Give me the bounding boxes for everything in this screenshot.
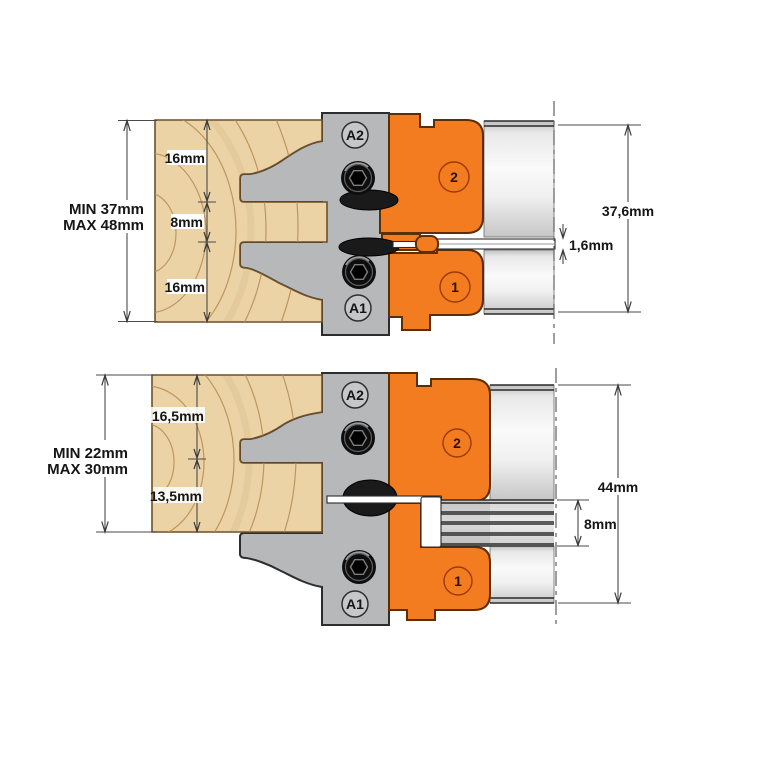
top-clamp-wedge-upper <box>339 189 399 211</box>
bottom-screw-upper <box>341 421 375 455</box>
bottom-seg-135-label: 13,5mm <box>150 488 202 504</box>
top-steel-section <box>483 120 555 315</box>
top-diameter-label: 37,6mm <box>602 203 654 219</box>
top-workpiece <box>154 119 328 323</box>
top-min-label: MIN 37mm <box>69 201 144 218</box>
top-clamp-wedge-lower <box>338 237 400 257</box>
top-position-a2-badge <box>341 121 369 149</box>
top-position-a2-label: A2 <box>346 127 364 143</box>
top-wood-grain <box>155 120 299 322</box>
top-seg-8-label: 8mm <box>170 214 203 230</box>
bottom-knife-1 <box>388 502 491 621</box>
bottom-spacer-notch <box>420 496 442 548</box>
bottom-knife-1-label: 1 <box>454 573 462 589</box>
bottom-shim-stack <box>441 499 554 547</box>
top-knife-tab <box>415 235 439 253</box>
bottom-max-label: MAX 30mm <box>47 461 128 478</box>
top-knife-1-badge <box>439 271 471 303</box>
top-dimensions: MIN 37mm MAX 48mm 16mm 8mm 16mm <box>63 118 656 324</box>
bottom-steel-section <box>489 384 555 604</box>
hex-socket-icon <box>349 558 369 576</box>
top-screw-lower <box>342 255 376 289</box>
bottom-position-a2-badge <box>341 381 369 409</box>
top-position-a1-badge <box>344 294 372 322</box>
bottom-knife-2 <box>388 372 491 502</box>
top-knife-2-label: 2 <box>450 169 458 185</box>
top-seg-16b-label: 16mm <box>165 279 205 295</box>
bottom-min-label: MIN 22mm <box>53 445 128 462</box>
bottom-position-a1-label: A1 <box>346 596 364 612</box>
bottom-diameter-label: 44mm <box>598 479 638 495</box>
bottom-knife-1-badge <box>443 566 473 596</box>
top-knife-2 <box>379 113 484 234</box>
top-knife-1-label: 1 <box>451 279 459 295</box>
top-seg-16a-label: 16mm <box>165 150 205 166</box>
bottom-shims-label: 8mm <box>584 516 617 532</box>
top-max-label: MAX 48mm <box>63 217 144 234</box>
bottom-seg-165-label: 16,5mm <box>152 408 204 424</box>
hex-socket-icon <box>349 263 369 281</box>
top-assembly: A2 A1 2 1 MIN 37mm MAX 48mm <box>63 101 656 344</box>
bottom-knife-2-badge <box>442 428 472 458</box>
bottom-dimensions: MIN 22mm MAX 30mm 16,5mm 13,5mm 44mm <box>47 372 640 606</box>
top-slot-label: 1,6mm <box>569 237 613 253</box>
top-knife-1 <box>388 249 484 331</box>
top-position-a1-label: A1 <box>349 300 367 316</box>
bottom-knife-2-label: 2 <box>453 435 461 451</box>
top-screw-upper <box>341 161 375 195</box>
top-knife-2-badge <box>438 161 470 193</box>
bottom-position-a2-label: A2 <box>346 387 364 403</box>
bottom-position-a1-badge <box>341 590 369 618</box>
hex-socket-icon <box>348 169 368 187</box>
bottom-screw-lower <box>342 550 376 584</box>
bottom-assembly: A2 A1 2 1 MIN 22mm MAX 30mm <box>47 368 640 628</box>
hex-socket-icon <box>348 429 368 447</box>
